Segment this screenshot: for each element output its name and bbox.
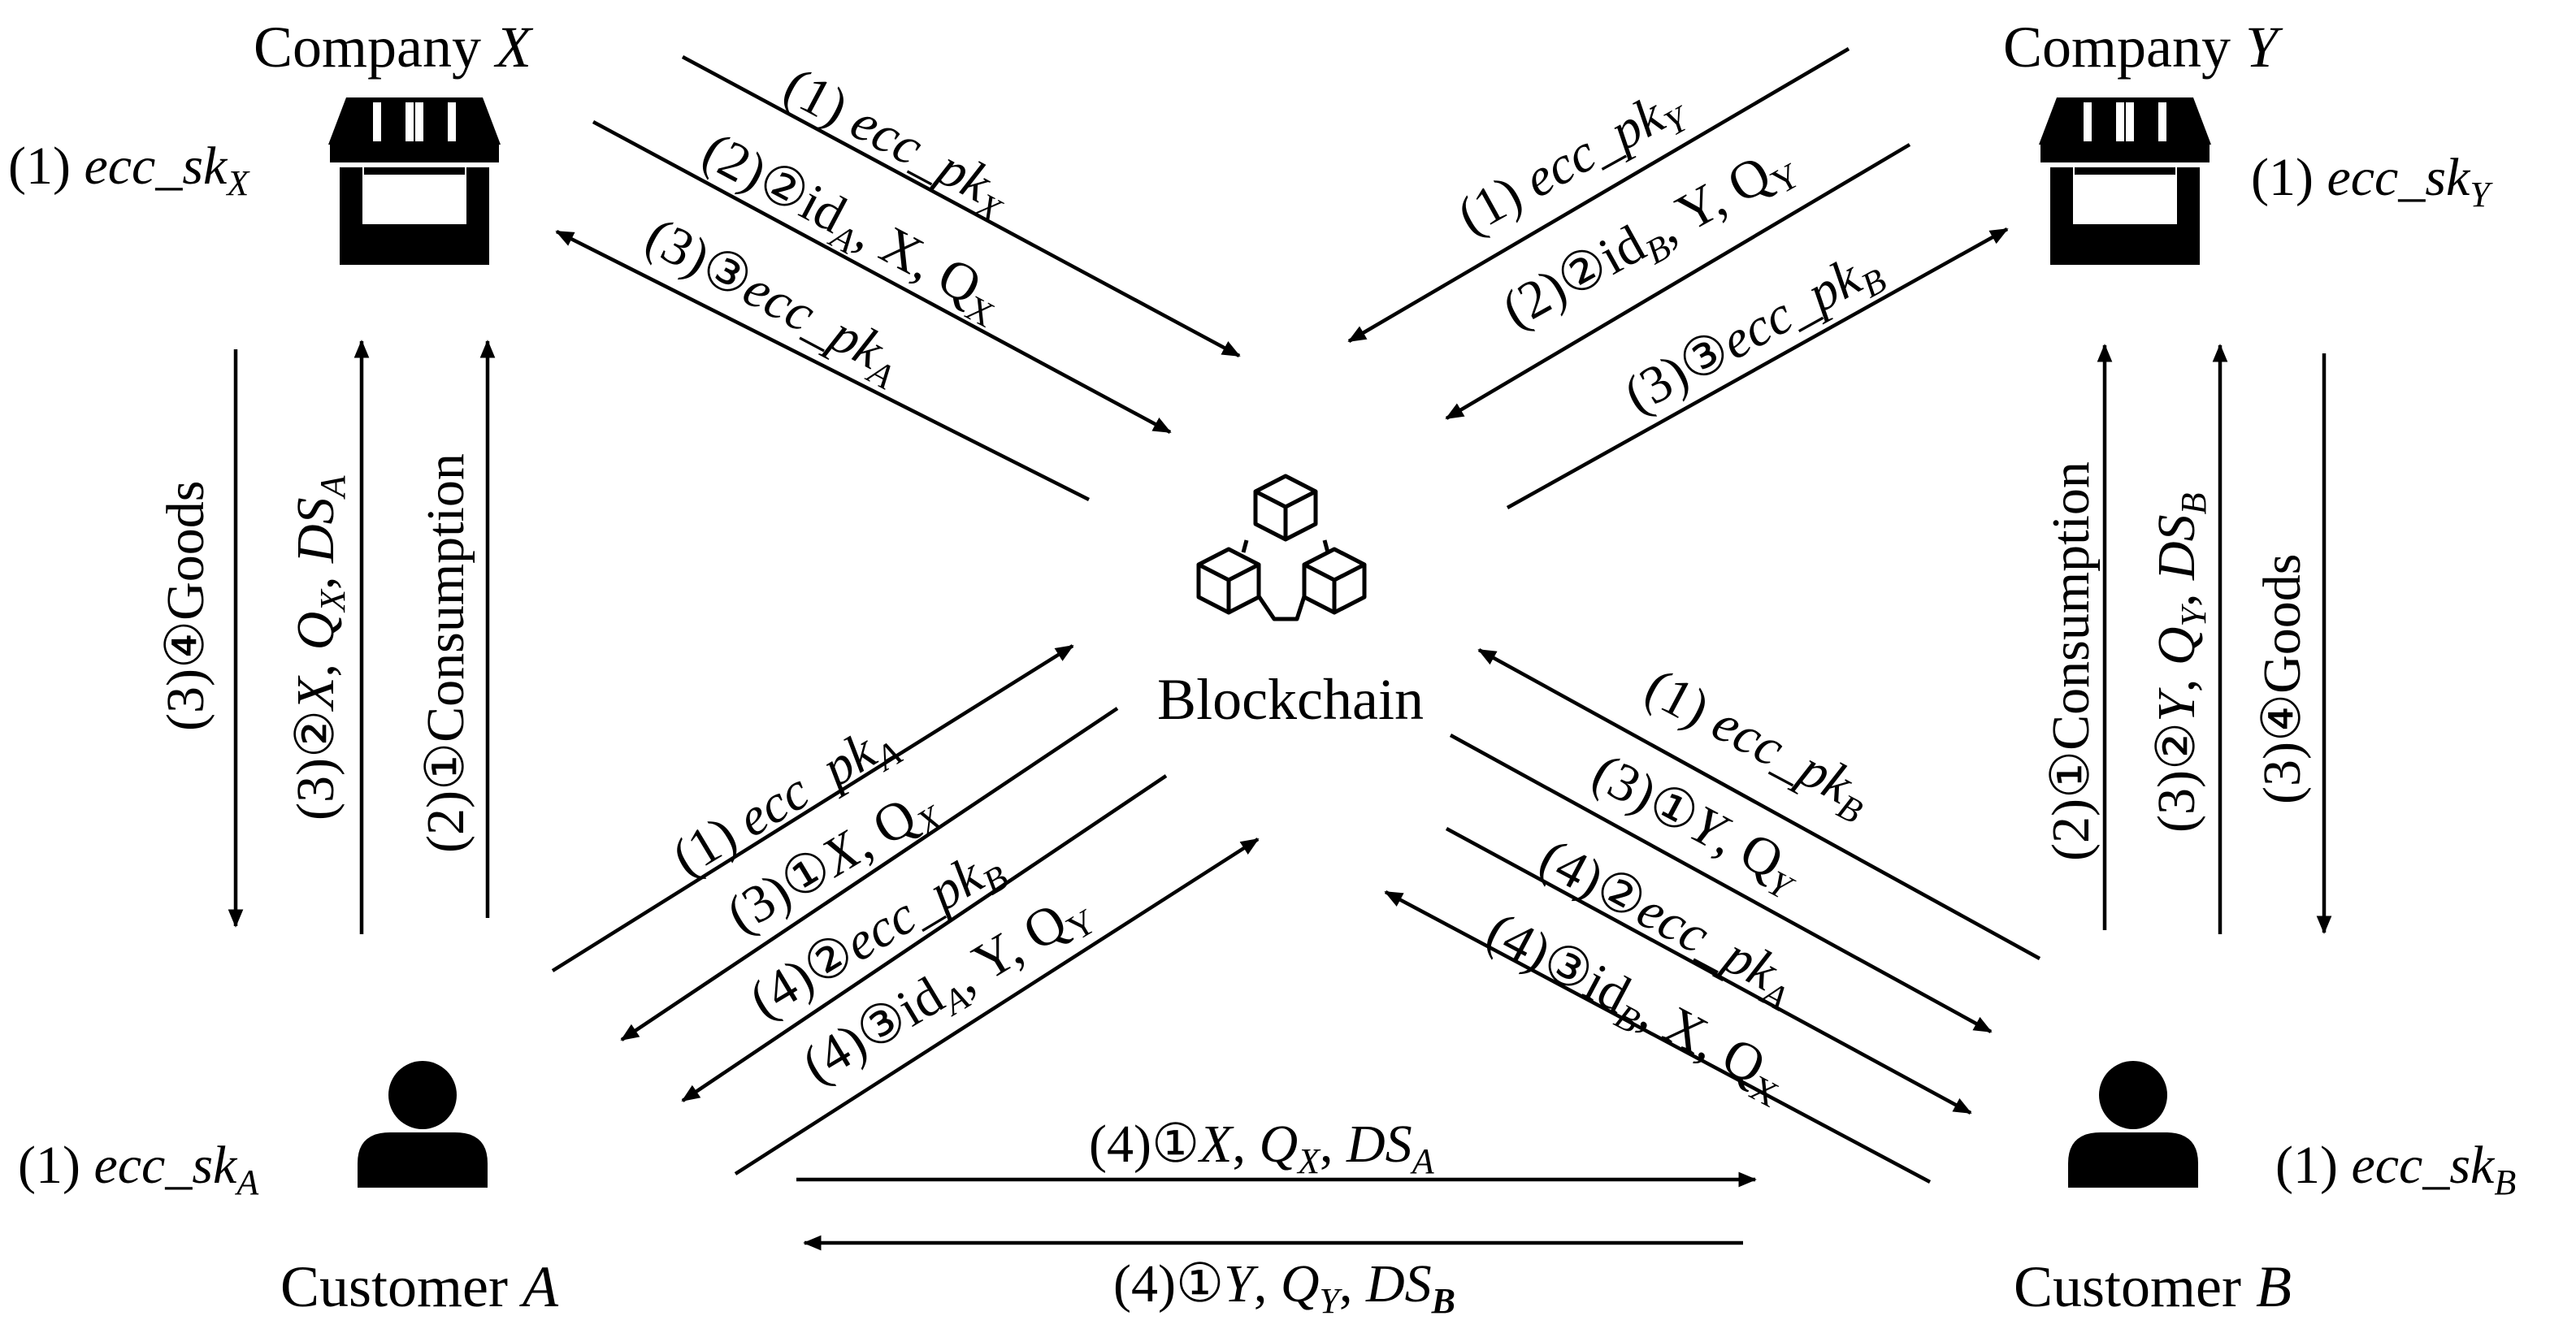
msg-a-to-b: (4)①X, QX, DSA [1089, 1115, 1435, 1181]
key-sk-x: (1) ecc_skX [8, 136, 250, 203]
msg-a-to-x-qx: (3)②X, QX, DSA [286, 474, 353, 820]
arrow-y-to-chain-2 [1445, 143, 1911, 420]
arrow-x-to-chain-2 [592, 120, 1172, 434]
arrow-b-to-chain-1 [1477, 648, 2041, 960]
company-y-var: Y [2245, 15, 2283, 80]
arrow-x-to-chain-1 [681, 55, 1241, 357]
svg-text:Customer A: Customer A [280, 1254, 559, 1319]
msg-b-to-y-consumption: (2)①Consumption [2041, 461, 2101, 861]
customer-b-node: Customer B [2014, 1061, 2292, 1319]
customer-a-node: Customer A [280, 1061, 559, 1319]
svg-text:Company X: Company X [254, 15, 534, 80]
customer-b-var: B [2256, 1254, 2292, 1319]
msg-y-to-b-goods: (3)④Goods [2253, 554, 2312, 804]
svg-text:Company Y: Company Y [2003, 15, 2283, 80]
key-sk-y: (1) ecc_skY [2251, 148, 2493, 214]
arrow-chain-to-b-3 [1445, 827, 1972, 1115]
arrow-chain-to-a-3 [681, 774, 1168, 1102]
blockchain-cubes-icon [1196, 474, 1367, 621]
msg-b-to-a: (4)①Y, QY, DSB [1113, 1254, 1455, 1321]
person-icon [2068, 1061, 2198, 1188]
customer-b-label: Customer [2014, 1254, 2256, 1319]
arrow-y-to-chain-1 [1347, 47, 1850, 343]
arrow-chain-to-x-3 [555, 229, 1091, 502]
store-icon [328, 97, 501, 265]
arrow-chain-to-b-2 [1449, 734, 1993, 1033]
blockchain-node: Blockchain [1157, 474, 1424, 732]
company-x-var: X [493, 15, 534, 80]
svg-text:Customer B: Customer B [2014, 1254, 2292, 1319]
arrow-chain-to-a-2 [620, 707, 1119, 1041]
msg-a-to-x-consumption: (2)①Consumption [416, 453, 475, 853]
blockchain-label: Blockchain [1157, 667, 1424, 732]
customer-a-label: Customer [280, 1254, 523, 1319]
key-sk-b: (1) ecc_skB [2275, 1136, 2516, 1202]
arrow-a-to-chain-1 [551, 644, 1074, 972]
customer-a-var: A [519, 1254, 559, 1319]
arrow-a-to-chain-4 [734, 838, 1260, 1175]
arrow-chain-to-y-3 [1506, 227, 2009, 509]
company-x-node: Company X [254, 15, 534, 265]
msg-b-to-y-qy: (3)②Y, QY, DSB [2147, 492, 2214, 833]
company-y-label: Company [2003, 15, 2245, 80]
arrow-b-to-chain-4 [1384, 890, 1932, 1184]
company-x-label: Company [254, 15, 496, 80]
company-y-node: Company Y [2003, 15, 2283, 265]
msg-x-to-a-goods: (3)④Goods [156, 481, 215, 731]
store-icon [2039, 97, 2211, 265]
person-icon [358, 1061, 488, 1188]
key-sk-a: (1) ecc_skA [18, 1136, 259, 1202]
